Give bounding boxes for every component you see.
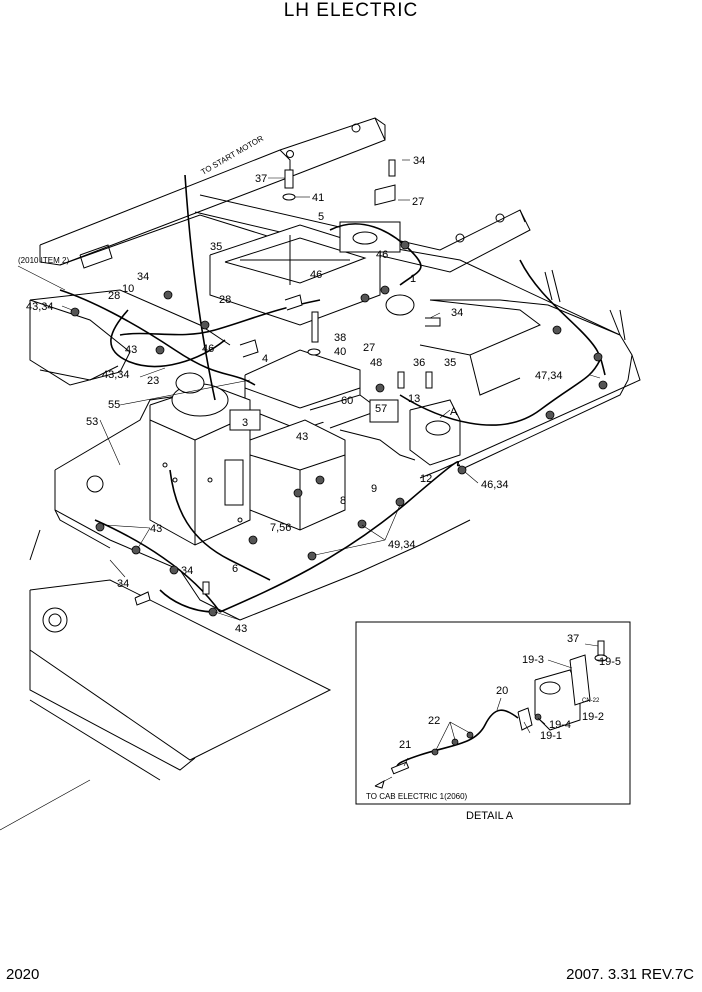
relay-module — [244, 349, 382, 431]
callout-46c: 46 — [202, 343, 214, 355]
revision-date: 2007. 3.31 REV.7C — [566, 966, 694, 983]
callout-27b: 27 — [363, 342, 375, 354]
callout-34-top: 34 — [413, 155, 425, 167]
callout-41: 41 — [312, 192, 324, 204]
detail-callout-37: 37 — [567, 633, 579, 645]
callout-47-34: 47,34 — [535, 370, 563, 382]
callout-46b: 46 — [310, 269, 322, 281]
detail-callout-22: 22 — [428, 715, 440, 727]
detail-callout-19-3: 19-3 — [522, 654, 544, 666]
detail-marker-a: A — [450, 406, 458, 418]
callout-37: 37 — [255, 173, 267, 185]
callout-6: 6 — [232, 563, 238, 575]
wiring-harness — [59, 174, 606, 613]
callout-40: 40 — [334, 346, 346, 358]
callout-10: 10 — [122, 283, 134, 295]
callout-34b: 34 — [451, 307, 463, 319]
callout-43a: 43 — [125, 344, 137, 356]
fuse-box — [249, 419, 346, 531]
callout-60: 60 — [341, 395, 353, 407]
bolts — [134, 159, 441, 606]
detail-a-panel: 37 19-3 19-5 20 CN-22 22 19-4 19-2 19-1 … — [355, 621, 631, 805]
callout-27-top: 27 — [412, 196, 424, 208]
callout-3: 3 — [242, 417, 248, 429]
detail-caption: DETAIL A — [466, 810, 514, 822]
callout-34e: 34 — [117, 578, 129, 590]
callout-55: 55 — [108, 399, 120, 411]
page-number: 2020 — [6, 966, 40, 983]
callout-43d: 43 — [235, 623, 247, 635]
to-cab-note: TO CAB ELECTRIC 1(2060) — [366, 792, 468, 801]
page-title: LH ELECTRIC — [283, 0, 419, 21]
callout-1: 1 — [410, 273, 416, 285]
callout-4: 4 — [262, 353, 268, 365]
detail-cn22-label: CN-22 — [582, 698, 600, 704]
detail-callout-19-4: 19-4 — [549, 719, 571, 731]
callout-23: 23 — [147, 375, 159, 387]
callout-34d: 34 — [181, 565, 193, 577]
callout-38: 38 — [334, 332, 346, 344]
leader-lines — [17, 159, 601, 621]
callout-35b: 35 — [444, 357, 456, 369]
clamps — [70, 240, 608, 617]
battery-box — [209, 221, 401, 326]
callout-7-56: 7,56 — [270, 522, 291, 534]
tank — [339, 399, 461, 466]
callout-28a: 28 — [108, 290, 120, 302]
detail-callout-20: 20 — [496, 685, 508, 697]
callout-46-34: 46,34 — [481, 479, 509, 491]
callout-9: 9 — [371, 483, 377, 495]
callout-13: 13 — [408, 393, 420, 405]
callouts: TO START MOTOR (2010 ITEM 2) 34 27 37 41… — [18, 134, 563, 635]
to-start-motor-note: TO START MOTOR — [200, 134, 266, 177]
callout-53: 53 — [86, 416, 98, 428]
start-motor — [171, 294, 415, 431]
callout-28b: 28 — [219, 294, 231, 306]
callout-43b: 43 — [296, 431, 308, 443]
callout-12: 12 — [420, 473, 432, 485]
detail-callout-19-1: 19-1 — [540, 730, 562, 742]
detail-callout-19-2: 19-2 — [582, 711, 604, 723]
callout-43-34a: 43,34 — [26, 301, 54, 313]
callout-34c: 34 — [137, 271, 149, 283]
callout-35a: 35 — [210, 241, 222, 253]
callout-8: 8 — [340, 495, 346, 507]
callout-36: 36 — [413, 357, 425, 369]
control-box — [149, 384, 251, 546]
callout-5: 5 — [318, 211, 324, 223]
callout-43c: 43 — [150, 523, 162, 535]
callout-57: 57 — [375, 403, 387, 415]
callout-49-34: 49,34 — [388, 539, 416, 551]
callout-48: 48 — [370, 357, 382, 369]
detail-callout-19-5: 19-5 — [599, 656, 621, 668]
ref-item-note: (2010 ITEM 2) — [18, 256, 69, 265]
detail-callout-21: 21 — [399, 739, 411, 751]
callout-43-34b: 43,34 — [102, 369, 130, 381]
callout-46a: 46 — [376, 249, 388, 261]
